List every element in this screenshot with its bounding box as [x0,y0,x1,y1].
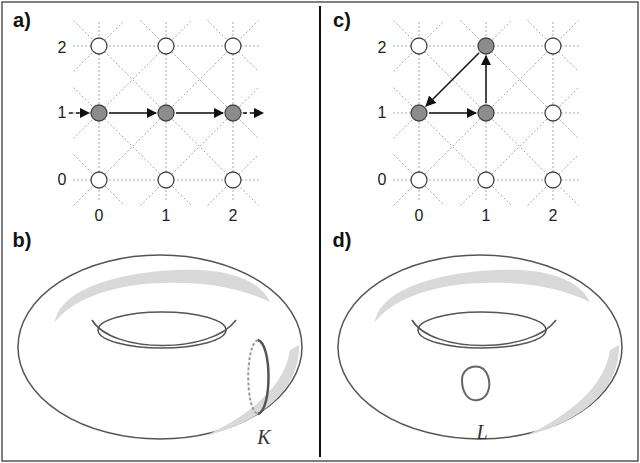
lattice-line [461,21,579,139]
panel-label: d) [333,230,352,250]
torus-hole [98,312,226,348]
loop-front [258,340,269,414]
axis-number: 0 [58,172,67,188]
lattice-line [74,21,259,206]
occupied-site [91,105,107,121]
lattice-line [394,88,512,206]
curve-label: K [257,427,270,447]
torus [18,255,302,439]
hop-arrow [426,53,479,106]
lattice-site [545,105,561,121]
lattice-line [74,21,259,206]
axis-number: 1 [482,208,491,224]
axis-number: 2 [229,208,238,224]
torus-hole [418,312,546,348]
panel-label: c) [333,10,351,30]
lattice-line [208,21,259,72]
axis-number: 0 [415,208,424,224]
torus-rim [412,320,556,346]
lattice-site [91,38,107,54]
lattice-site [91,172,107,188]
axis-number: 2 [58,40,67,56]
hop-arrow [485,56,487,103]
divider [319,6,321,457]
lattice-line [74,155,125,206]
loop-back [248,340,258,414]
panel-label: a) [13,10,31,30]
axis-number: 2 [549,208,558,224]
lattice-site [545,38,561,54]
occupied-site [158,105,174,121]
panel-label: b) [13,230,32,250]
torus-outline [18,255,302,439]
contractible-loop [462,366,489,400]
lattice-site [225,38,241,54]
axis-number: 0 [95,208,104,224]
hop-arrow [429,112,476,114]
lattice-line [394,155,445,206]
hop-arrow [243,112,263,114]
torus-outline [338,255,622,439]
axis-number: 0 [378,172,387,188]
axis-number: 1 [162,208,171,224]
lattice-site [158,172,174,188]
lattice-site [225,172,241,188]
lattice [393,21,579,206]
lattice-site [158,38,174,54]
torus-rim [92,320,236,346]
curve-label: L [476,422,487,442]
lattice-line [394,21,579,206]
axis-number: 2 [378,40,387,56]
lattice-site [411,172,427,188]
lattice-site [545,172,561,188]
hop-arrow [69,112,89,114]
lattice-line [528,21,579,72]
torus [338,255,622,439]
hop-arrow [176,112,223,114]
lattice-line [74,88,192,206]
axis-number: 1 [58,105,67,121]
lattice-site [411,38,427,54]
occupied-site [225,105,241,121]
lattice-line [141,21,259,139]
torus-shade [205,345,299,436]
occupied-site [478,105,494,121]
hop-arrow [109,112,156,114]
torus-shade [525,345,619,436]
lattice [69,21,263,206]
lattice-line [394,21,579,206]
axis-number: 1 [378,105,387,121]
occupied-site [478,38,494,54]
lattice-site [478,172,494,188]
occupied-site [411,105,427,121]
